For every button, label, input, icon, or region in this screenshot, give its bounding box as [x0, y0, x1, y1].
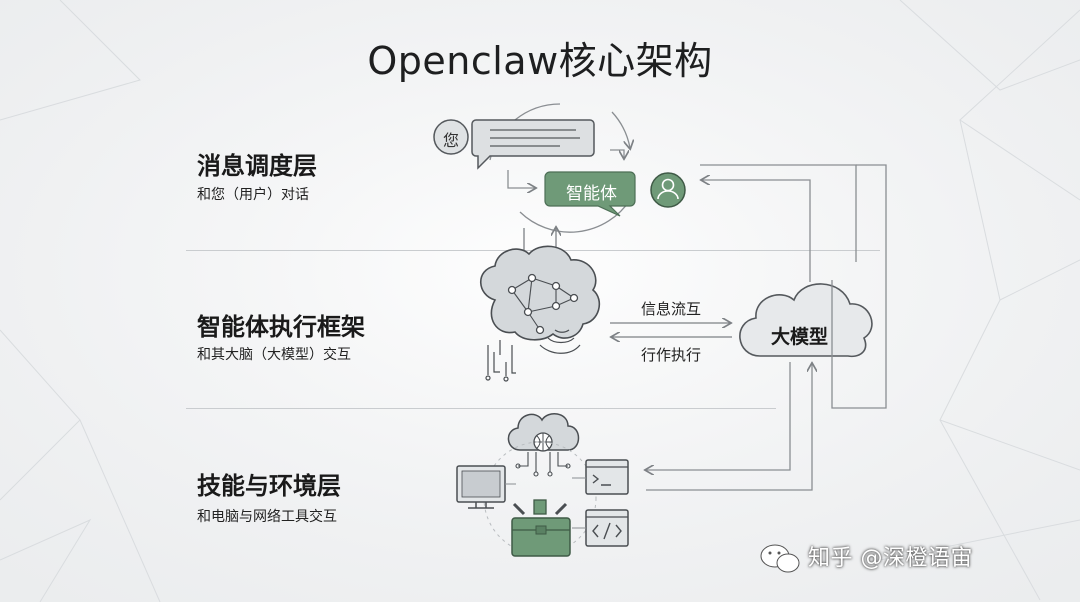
agent-bubble — [544, 171, 636, 217]
monitor-icon — [456, 465, 506, 509]
toolbox-icon — [511, 499, 571, 557]
page-title: Openclaw核心架构 — [367, 39, 713, 83]
agent-label: 智能体 — [566, 184, 617, 204]
cloud-icon — [739, 283, 873, 358]
feedback-arrows — [646, 164, 887, 491]
layer-agent-title: 智能体执行框架 — [197, 313, 365, 341]
skills-connectors — [505, 477, 586, 529]
network-cloud-icon — [507, 413, 580, 477]
brain-icon — [480, 245, 601, 382]
terminal-icon — [585, 459, 629, 495]
layer-messaging-subtitle: 和您（用户）对话 — [197, 187, 309, 203]
chat-bubble-icon — [471, 119, 595, 170]
layer-skills-subtitle: 和电脑与网络工具交互 — [197, 509, 337, 525]
user-icon — [650, 172, 686, 208]
layer-skills-title: 技能与环境层 — [197, 472, 341, 500]
code-window-icon — [585, 509, 629, 547]
layer-agent-subtitle: 和其大脑（大模型）交互 — [197, 347, 351, 363]
cloud-label: 大模型 — [771, 326, 829, 348]
flow-top-label: 信息流互 — [641, 300, 702, 318]
wechat-icon — [760, 544, 800, 573]
layer-messaging-title: 消息调度层 — [197, 152, 317, 180]
watermark: 知乎 @深橙语宙 — [808, 546, 973, 571]
exchange-arrows — [610, 323, 732, 337]
flow-bottom-label: 行作执行 — [641, 346, 702, 364]
divider-bottom — [186, 408, 776, 409]
you-label: 您 — [443, 131, 460, 150]
you-avatar — [433, 119, 469, 155]
